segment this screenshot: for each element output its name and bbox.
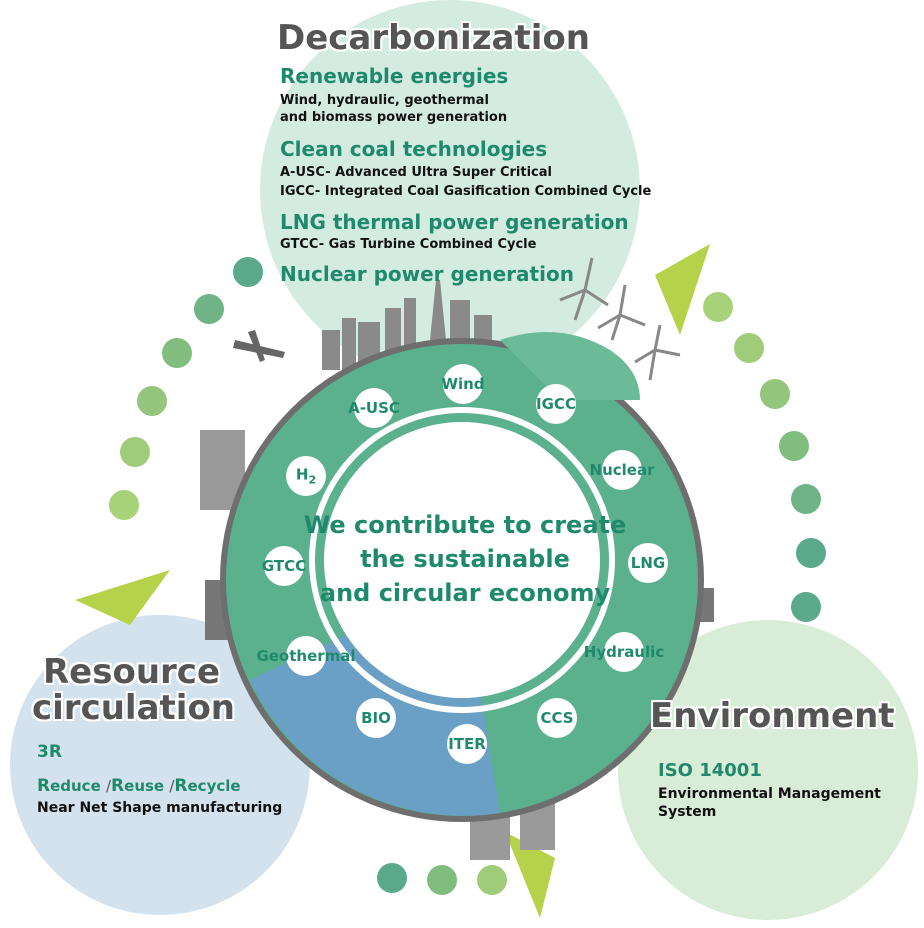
node-circle-4 [604,632,644,672]
decarb-heading-nuclear: Nuclear power generation [280,262,574,286]
decarb-heading-cleancoal: Clean coal technologies [280,137,548,161]
resource-heading-3r: 3R [37,742,62,762]
node-label-iter: ITER [448,735,486,753]
decarb-line-cleancoal-2: IGCC- Integrated Coal Gasification Combi… [280,184,652,199]
airplane-icon [233,330,285,362]
node-circle-6 [447,724,487,764]
separator-2: / [169,777,175,795]
node-label-wind: Wind [441,375,485,393]
arrow-left [75,570,170,625]
node-circle-8 [286,636,326,676]
node-label-bio: BIO [361,709,391,727]
node-label-a-usc: A-USC [348,399,400,417]
dot-trail-left [109,257,263,520]
node-label-igcc: IGCC [536,395,576,413]
node-label-geothermal: Geothermal [256,647,356,665]
center-line-1: We contribute to create [303,511,627,539]
separator-1: / [105,777,112,795]
resource-bubble [10,615,310,915]
node-circle-3 [628,543,668,583]
ring-bump [500,332,640,400]
node-label-hydraulic: Hydraulic [583,643,665,661]
environment-title: Environment [650,696,895,736]
center-line-3: and circular economy [319,579,611,607]
node-circle-1 [536,384,576,424]
resource-title-line1: Resource [43,652,221,692]
inner-ring [309,407,615,713]
arrow-top-right [655,244,710,335]
decarb-line-lng-1: GTCC- Gas Turbine Combined Cycle [280,237,537,252]
environment-heading-iso: ISO 14001 [658,760,762,781]
resource-3r-line: Reduce /Reuse /Recycle [37,776,241,796]
decarb-line-cleancoal-1: A-USC- Advanced Ultra Super Critical [280,165,552,180]
reuse-cap: R [111,776,125,796]
node-label-gtcc: GTCC [261,557,307,575]
center-line-2: the sustainable [360,545,570,573]
decarb-heading-lng: LNG thermal power generation [280,210,629,234]
environment-bubble [618,620,918,920]
node-circle-11 [354,388,394,428]
reuse-rest: euse [124,777,165,795]
node-subscript: 2 [308,473,317,487]
reduce-cap: R [37,776,51,796]
node-circle-5 [537,698,577,738]
node-circle-7 [356,698,396,738]
reduce-rest: educe [50,777,101,795]
node-label-lng: LNG [630,554,666,572]
node-circle-9 [264,546,304,586]
environment-line-1: Environmental Management [658,786,881,802]
decarbonization-bubble [260,0,640,380]
resource-line-nns: Near Net Shape manufacturing [37,800,283,816]
node-circle-0 [443,364,483,404]
node-label-h: H2 [295,465,317,487]
center-statement: We contribute to create the sustainable … [290,508,640,610]
decarb-line-renewable-2: and biomass power generation [280,110,508,125]
decarb-heading-renewable: Renewable energies [280,64,509,88]
resource-title-line2: circulation [32,688,236,728]
environment-line-2: System [658,804,717,820]
decarb-line-renewable-1: Wind, hydraulic, geothermal [280,93,489,108]
recycle-rest: ecycle [187,777,241,795]
node-circle-2 [602,450,642,490]
recycle-cap: R [174,776,188,796]
node-label-nuclear: Nuclear [589,461,655,479]
node-circle-10 [286,456,326,496]
arrow-bottom [505,832,555,918]
decarbonization-title: Decarbonization [277,18,590,58]
inner-core [324,422,600,698]
node-label-ccs: CCS [540,709,574,727]
dot-trail-bottom [377,863,507,895]
wind-turbines [559,257,681,381]
dot-trail-right [703,292,826,622]
